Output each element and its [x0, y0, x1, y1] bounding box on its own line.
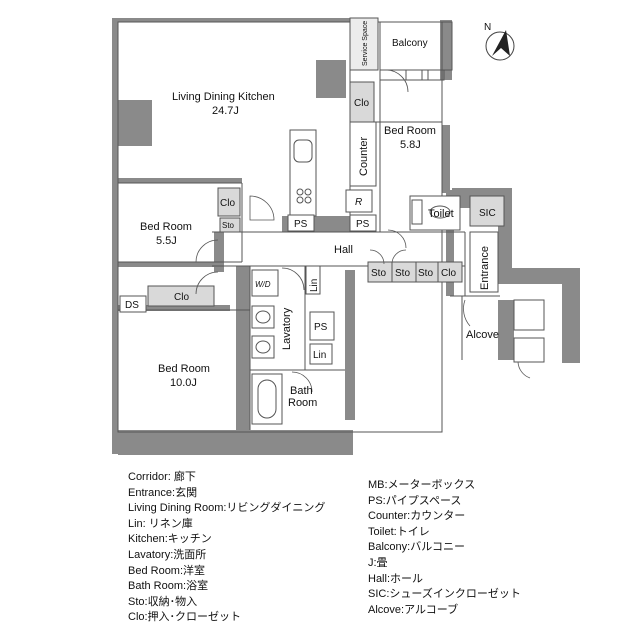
legend-item: Living Dining Room:リビングダイニング	[128, 502, 326, 515]
storage-1: Sto	[367, 261, 393, 283]
closet-hall: Clo	[437, 261, 463, 283]
clo-label-sw: Clo	[174, 292, 189, 303]
hall-label: Hall	[334, 244, 353, 256]
sic-label: SIC	[479, 208, 496, 219]
ds-label: DS	[125, 300, 139, 311]
sto-label-w: Sto	[222, 221, 235, 230]
service-space-label: Service Space	[362, 21, 369, 66]
legend-item: PS:パイプスペース	[368, 494, 462, 507]
refrigerator-label: R	[355, 197, 362, 208]
storage-w: Sto	[219, 217, 241, 233]
legend-item: SIC:シューズインクローゼット	[368, 588, 521, 601]
legend-item: Alcove:アルコーブ	[368, 603, 459, 616]
legend-item: Balcony:バルコニー	[368, 541, 465, 554]
legend-item: Hall:ホール	[368, 572, 424, 585]
counter-label: Counter	[358, 137, 370, 176]
toilet-room	[409, 195, 461, 231]
ps-label-3: PS	[314, 322, 328, 333]
sto-label-1: Sto	[371, 268, 386, 279]
legend-right: MB:メーターボックス PS:パイプスペース Counter:カウンター Toi…	[368, 478, 521, 618]
clo-label-w: Clo	[220, 198, 235, 209]
legend-item: Corridor: 廊下	[128, 471, 196, 483]
alcove-boxes	[513, 299, 545, 363]
duct-space: DS	[119, 295, 147, 313]
pipe-space-1: PS	[287, 214, 315, 232]
lin-label-1: Lin	[309, 279, 320, 292]
legend-item: Toilet:トイレ	[368, 525, 430, 538]
legend-item: Bath Room:浴室	[128, 580, 209, 593]
pipe-space-2: PS	[349, 214, 377, 232]
closet-ne: Clo	[349, 81, 375, 123]
storage-2: Sto	[391, 261, 417, 283]
bed-ne-name: Bed Room	[384, 125, 436, 137]
walls	[112, 18, 580, 455]
kitchen-island	[289, 129, 317, 217]
floor-plan: N Balcony Service Space Counter R PS PS	[112, 17, 580, 455]
bathtub	[251, 373, 283, 425]
pipe-space-3: PS	[309, 311, 335, 341]
bed-sw-size: 10.0J	[170, 377, 197, 389]
legend-item: J:畳	[368, 556, 388, 569]
legend-item: Kitchen:キッチン	[128, 533, 212, 546]
shoe-closet: SIC	[469, 195, 505, 227]
balcony-label: Balcony	[392, 38, 428, 49]
sto-label-2: Sto	[395, 268, 410, 279]
sto-label-3: Sto	[418, 268, 433, 279]
legend-item: Lavatory:洗面所	[128, 548, 207, 561]
toilet-label: Toilet	[428, 208, 454, 220]
counter: Counter	[349, 121, 377, 187]
bed-w-size: 5.5J	[156, 235, 177, 247]
clo-label-ne: Clo	[354, 98, 369, 109]
legend-item: Entrance:玄関	[128, 486, 198, 499]
legend-item: Bed Room:洋室	[128, 564, 206, 577]
service-space: Service Space	[349, 17, 379, 71]
linen-1: Lin	[305, 265, 321, 295]
ldk-size: 24.7J	[212, 105, 239, 117]
bed-ne-size: 5.8J	[400, 139, 421, 151]
linen-2: Lin	[309, 343, 333, 365]
legend-item: MB:メーターボックス	[368, 479, 476, 491]
legend-item: Sto:収納･物入	[128, 595, 198, 608]
lavatory-label: Lavatory	[281, 307, 293, 350]
wd-label: W/D	[255, 280, 271, 289]
bed-w-name: Bed Room	[140, 221, 192, 233]
ldk-name: Living Dining Kitchen	[172, 91, 275, 103]
legend-item: Clo:押入･クローゼット	[128, 611, 242, 624]
ps-label-2: PS	[356, 219, 370, 230]
bath-label-2: Room	[288, 397, 317, 409]
ps-label-1: PS	[294, 219, 308, 230]
alcove-label: Alcove	[466, 329, 499, 341]
balcony-boxes	[405, 69, 445, 81]
entrance-area: Entrance	[469, 231, 499, 293]
entrance-label: Entrance	[479, 246, 491, 290]
compass: N	[484, 22, 515, 61]
washer-dryer: W/D	[251, 269, 279, 297]
door-swings	[195, 69, 531, 393]
legend-left: Corridor: 廊下 Entrance:玄関 Living Dining R…	[128, 470, 325, 626]
lavatory-fixtures	[251, 305, 275, 359]
storage-3: Sto	[415, 261, 439, 283]
compass-north-label: N	[484, 22, 491, 33]
bed-sw-name: Bed Room	[158, 363, 210, 375]
legend-item: Lin: リネン庫	[128, 517, 193, 530]
legend-item: Counter:カウンター	[368, 510, 466, 523]
closet-w: Clo	[217, 187, 241, 217]
clo-label-hall: Clo	[441, 268, 456, 279]
bath-label-1: Bath	[290, 385, 313, 397]
lin-label-2: Lin	[313, 350, 326, 361]
closet-sw: Clo	[147, 285, 215, 307]
refrigerator: R	[345, 189, 373, 213]
